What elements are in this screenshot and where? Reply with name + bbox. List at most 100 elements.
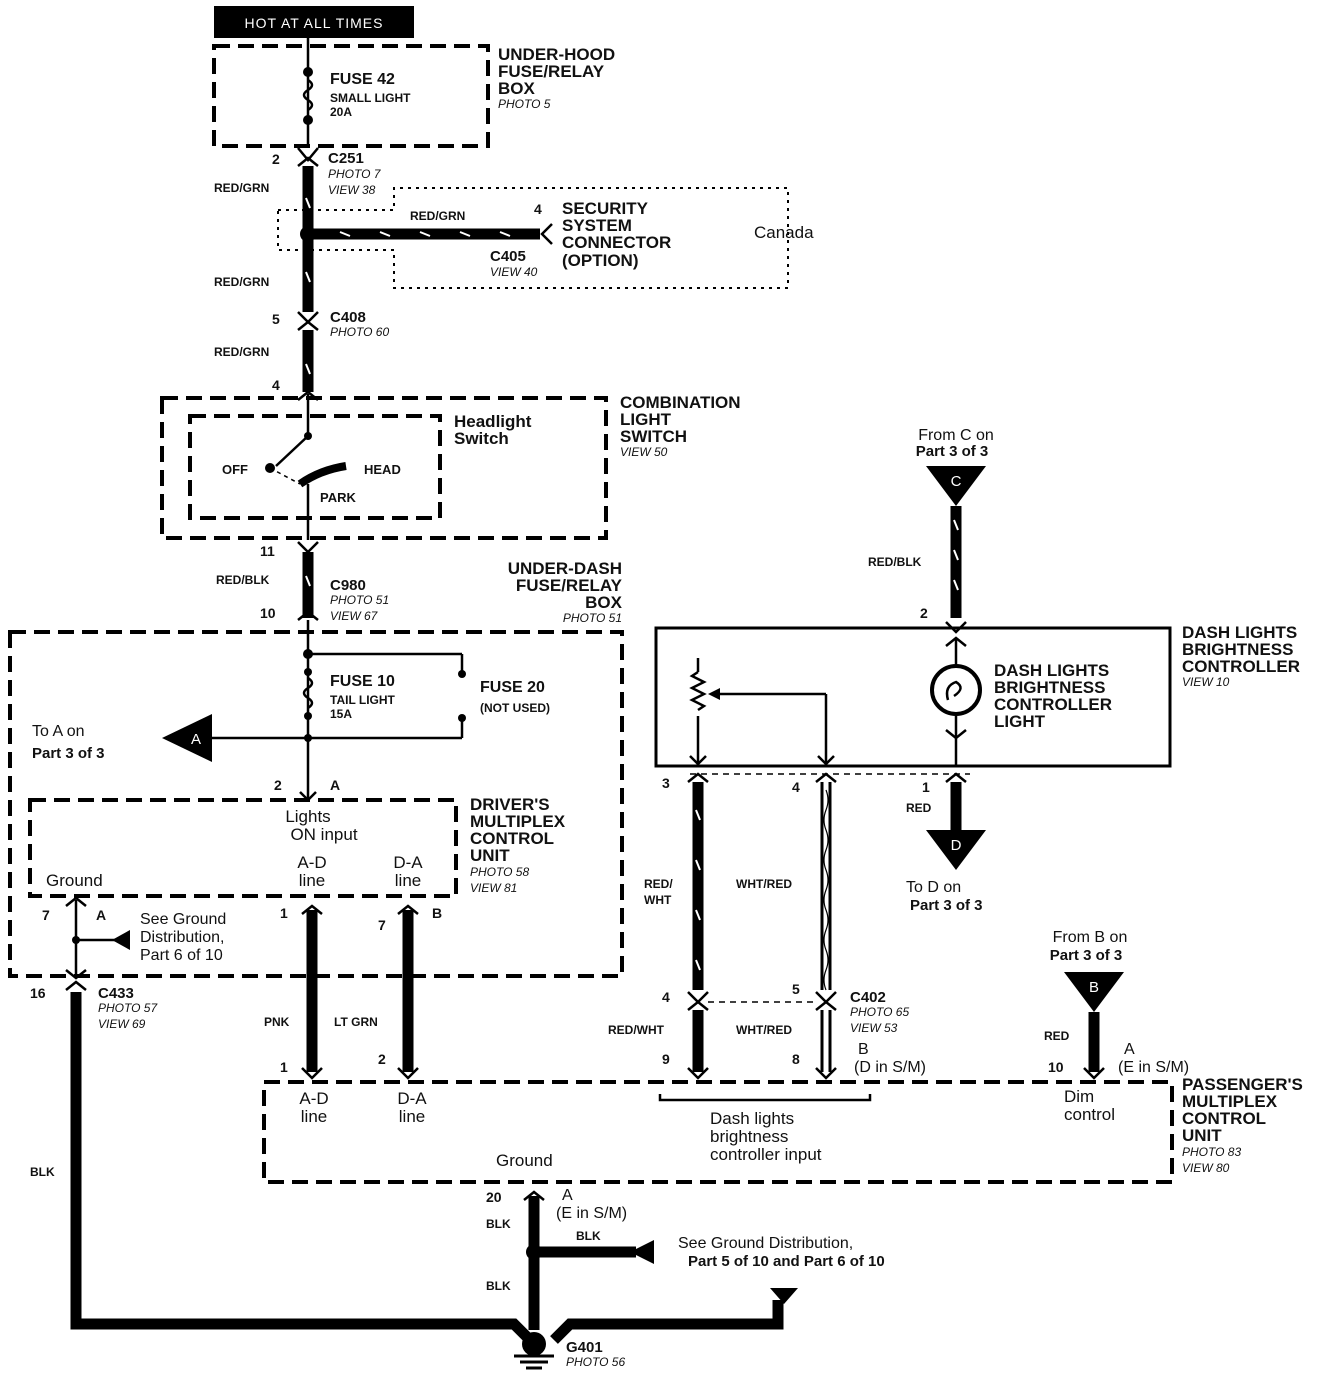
pass-pin-a: A: [562, 1187, 573, 1204]
pass-ground: Ground: [496, 1151, 553, 1170]
wire-label-wht-red-2: WHT/RED: [736, 1023, 792, 1037]
from-b-1: From B on: [1053, 929, 1128, 946]
underdash-title-3: BOX: [585, 593, 623, 612]
c402-pin-9: 9: [662, 1051, 670, 1067]
pass-input-2: brightness: [710, 1127, 788, 1146]
c402-name: C402: [850, 989, 886, 1006]
c408-photo: PHOTO 60: [330, 325, 389, 339]
wire-label-red-wht-a: RED/: [644, 877, 673, 891]
dash-title-1: DASH LIGHTS: [1182, 623, 1297, 642]
c402-b-sm: (D in S/M): [854, 1059, 926, 1076]
from-b-arrow-icon: [1064, 972, 1124, 1012]
c980-pin-top: 11: [260, 543, 275, 559]
c405-name: C405: [490, 248, 526, 265]
fuse20-note: (NOT USED): [480, 701, 550, 715]
driver-da-2: line: [395, 871, 421, 890]
switch-blade: [275, 435, 309, 467]
wire-label-red-wht-2: RED/WHT: [608, 1023, 665, 1037]
c433-view: VIEW 69: [98, 1017, 146, 1031]
wire-label-lt-grn: LT GRN: [334, 1015, 378, 1029]
pass-input-1: Dash lights: [710, 1109, 794, 1128]
pass-title-3: CONTROL: [1182, 1109, 1266, 1128]
ground-dist-2: Part 5 of 10 and Part 6 of 10: [688, 1253, 885, 1270]
c980-photo: PHOTO 51: [330, 593, 389, 607]
to-d-letter: D: [951, 837, 962, 854]
driver-see-3: Part 6 of 10: [140, 947, 223, 964]
light-title-1: DASH LIGHTS: [994, 661, 1109, 680]
c408-pin-top: 5: [272, 311, 280, 327]
fromb-a: A: [1124, 1041, 1135, 1058]
fuse42-name: FUSE 42: [330, 71, 395, 88]
driver-da-1: D-A: [393, 853, 423, 872]
wire-label-red-blk-2: RED/BLK: [868, 555, 922, 569]
g401-photo: PHOTO 56: [566, 1355, 625, 1369]
pass-ad-1: A-D: [299, 1089, 328, 1108]
driver-title-4: UNIT: [470, 846, 510, 865]
driver-pin-1: 1: [280, 905, 288, 921]
fromb-a-sm: (E in S/M): [1118, 1059, 1189, 1076]
driver-pin-7b: 7: [378, 917, 386, 933]
wire-label-blk-3: BLK: [486, 1279, 511, 1293]
c402-b: B: [858, 1041, 869, 1058]
pass-title-2: MULTIPLEX: [1182, 1092, 1278, 1111]
c433-connector: [65, 980, 87, 991]
dash-pin-1: 1: [922, 779, 930, 795]
potentiometer-icon: [689, 670, 707, 712]
c433-name: C433: [98, 985, 134, 1002]
hot-label-box: [214, 6, 414, 38]
ground-dist-2-arrow-icon: [630, 1240, 654, 1264]
headlight-switch-box: [188, 414, 442, 520]
pass-pin-20: 20: [486, 1189, 502, 1205]
wire-label-blk-1: BLK: [30, 1165, 55, 1179]
driver-ad-1: A-D: [297, 853, 326, 872]
region-canada: Canada: [754, 223, 814, 242]
light-title-2: BRIGHTNESS: [994, 678, 1105, 697]
security-title-1: SECURITY: [562, 199, 649, 218]
wire-blk-right: [550, 1300, 784, 1344]
to-d-2: Part 3 of 3: [910, 897, 983, 914]
driver-lights-1: Lights: [285, 807, 330, 826]
from-c-letter: C: [951, 473, 962, 490]
underdash-pin-a: A: [330, 777, 340, 793]
dash-controller-box: [654, 626, 1172, 768]
headlight-switch-1: Headlight: [454, 412, 532, 431]
wire-label-red-grn-2: RED/GRN: [214, 275, 269, 289]
from-c-2: Part 3 of 3: [916, 443, 989, 460]
from-b-2: Part 3 of 3: [1050, 947, 1123, 964]
c980-view: VIEW 67: [330, 609, 379, 623]
fuse42-desc: SMALL LIGHT: [330, 91, 411, 105]
driver-lights-2: ON input: [290, 825, 357, 844]
pass-title-4: UNIT: [1182, 1126, 1222, 1145]
wire-label-wht-red-1: WHT/RED: [736, 877, 792, 891]
c402-view: VIEW 53: [850, 1021, 898, 1035]
driver-title-1: DRIVER'S: [470, 795, 550, 814]
wire-label-red-grn-1: RED/GRN: [214, 181, 269, 195]
ground-tab-icon: [770, 1288, 798, 1304]
wire-label-pnk: PNK: [264, 1015, 290, 1029]
pass-pin-2: 2: [378, 1051, 386, 1067]
dash-pin-3: 3: [662, 775, 670, 791]
controller-light-icon: [930, 664, 982, 716]
g401-ground-icon: [522, 1332, 546, 1356]
dash-pin-4: 4: [792, 779, 800, 795]
driver-view: VIEW 81: [470, 881, 517, 895]
pass-pin-a-sm: (E in S/M): [556, 1205, 627, 1222]
wire-blk-c433-g401: [70, 992, 534, 1344]
to-d-1: To D on: [906, 879, 961, 896]
underhood-title-1: UNDER-HOOD: [498, 45, 615, 64]
c402-pin-4: 4: [662, 989, 670, 1005]
driver-title-3: CONTROL: [470, 829, 554, 848]
c408-pin-bot: 4: [272, 377, 280, 393]
to-d-arrow-icon: [926, 830, 986, 870]
underhood-photo: PHOTO 5: [498, 97, 551, 111]
driver-pin-b: B: [432, 905, 442, 921]
fuse42-amp: 20A: [330, 105, 352, 119]
security-title-2: SYSTEM: [562, 216, 632, 235]
c980-name: C980: [330, 577, 366, 594]
c251-pin: 2: [272, 151, 280, 167]
combo-title-1: COMBINATION: [620, 393, 741, 412]
wire-label-red-blk-1: RED/BLK: [216, 573, 270, 587]
security-pin: 4: [534, 201, 542, 217]
switch-park-head-contact: [297, 462, 347, 488]
pass-da-2: line: [399, 1107, 425, 1126]
